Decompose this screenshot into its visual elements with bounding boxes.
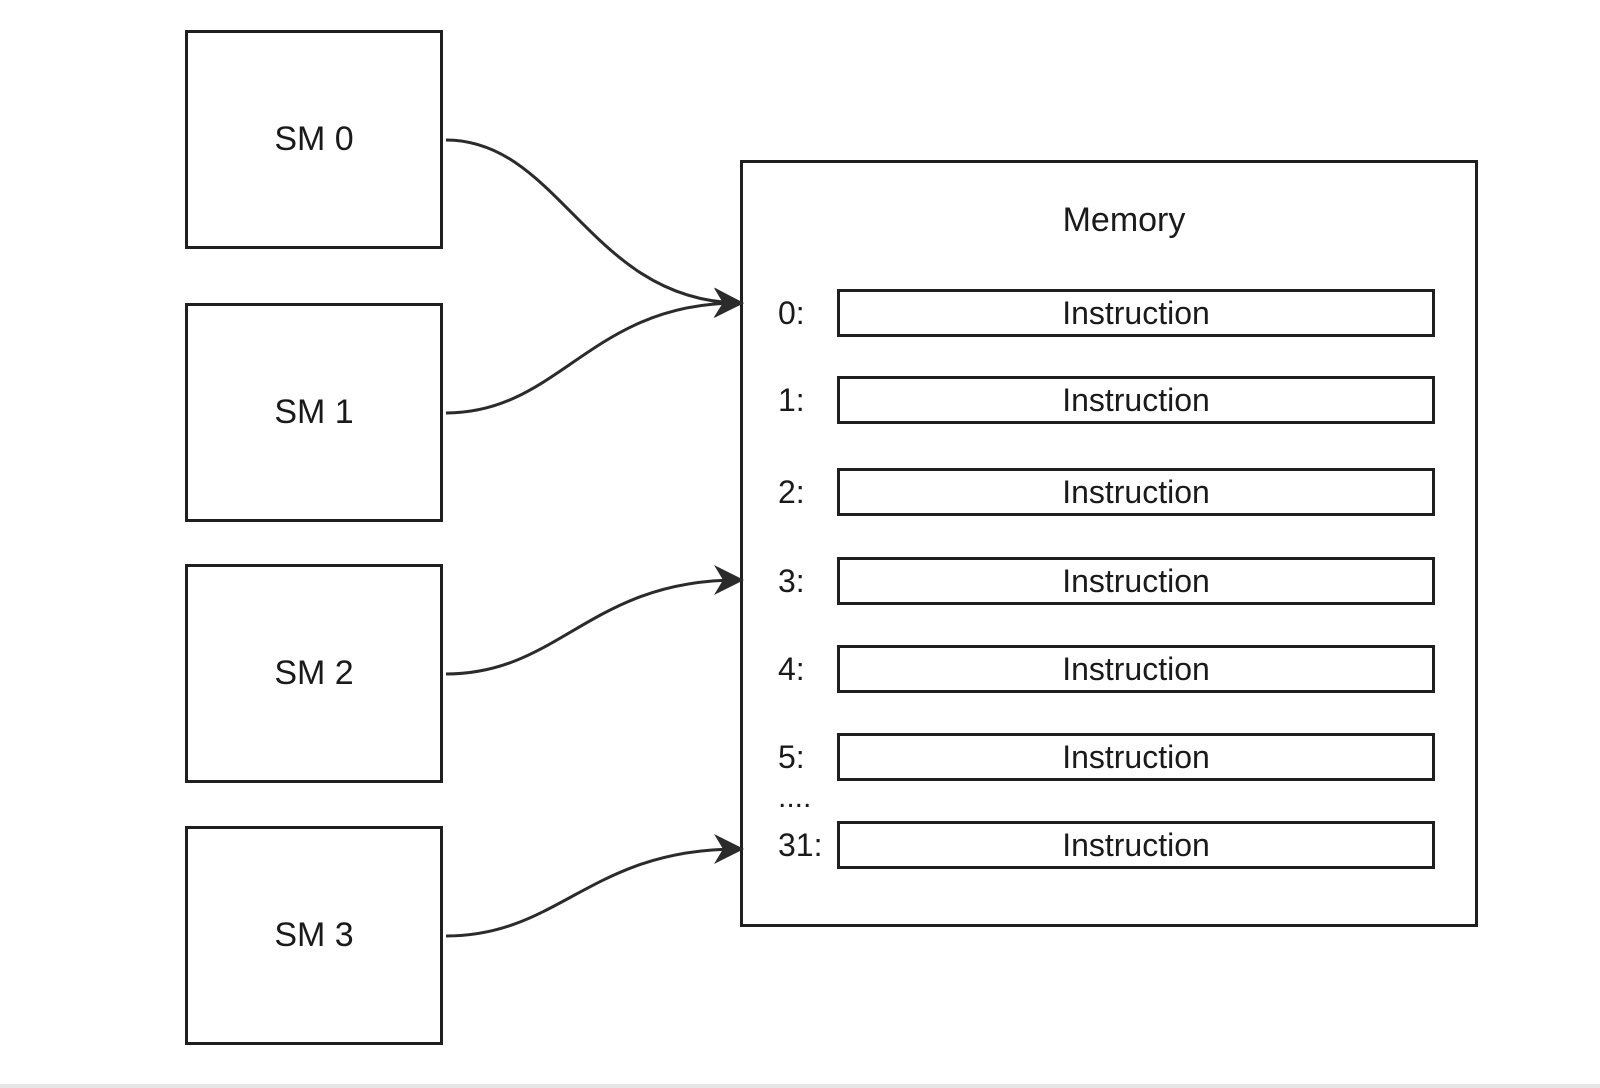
memory-address-3: 3: bbox=[778, 563, 805, 599]
arrow-sm2-to-row3 bbox=[445, 565, 744, 676]
memory-address-4: 4: bbox=[778, 651, 805, 687]
memory-instruction-4: Instruction bbox=[837, 645, 1435, 693]
sm-0-box: SM 0 bbox=[185, 30, 443, 249]
memory-ellipsis: .... bbox=[778, 781, 812, 814]
instruction-label: Instruction bbox=[1062, 826, 1210, 863]
arrow-sm3-to-row31 bbox=[445, 834, 744, 938]
sm-3-box: SM 3 bbox=[185, 826, 443, 1045]
arrow-sm1-to-row0 bbox=[445, 288, 744, 415]
sm-1-box: SM 1 bbox=[185, 303, 443, 522]
sm-2-box: SM 2 bbox=[185, 564, 443, 783]
memory-address-5: 5: bbox=[778, 739, 805, 775]
sm-1-label: SM 1 bbox=[274, 393, 354, 431]
instruction-label: Instruction bbox=[1062, 562, 1210, 599]
memory-instruction-2: Instruction bbox=[837, 468, 1435, 516]
memory-instruction-5: Instruction bbox=[837, 733, 1435, 781]
bottom-divider bbox=[0, 1084, 1600, 1088]
memory-address-1: 1: bbox=[778, 382, 805, 418]
arrow-sm0-to-row0 bbox=[445, 138, 744, 318]
instruction-label: Instruction bbox=[1062, 650, 1210, 687]
instruction-label: Instruction bbox=[1062, 473, 1210, 510]
sm-0-label: SM 0 bbox=[274, 120, 354, 158]
memory-box: Memory 0: Instruction 1: Instruction 2: … bbox=[740, 160, 1478, 927]
sm-3-label: SM 3 bbox=[274, 916, 354, 954]
instruction-label: Instruction bbox=[1062, 381, 1210, 418]
memory-instruction-0: Instruction bbox=[837, 289, 1435, 337]
memory-address-31: 31: bbox=[778, 827, 823, 863]
memory-instruction-31: Instruction bbox=[837, 821, 1435, 869]
memory-title: Memory bbox=[1062, 201, 1186, 239]
memory-instruction-1: Instruction bbox=[837, 376, 1435, 424]
sm-2-label: SM 2 bbox=[274, 654, 354, 692]
instruction-label: Instruction bbox=[1062, 294, 1210, 331]
instruction-label: Instruction bbox=[1062, 738, 1210, 775]
memory-address-0: 0: bbox=[778, 295, 805, 331]
memory-instruction-3: Instruction bbox=[837, 557, 1435, 605]
memory-address-2: 2: bbox=[778, 474, 805, 510]
